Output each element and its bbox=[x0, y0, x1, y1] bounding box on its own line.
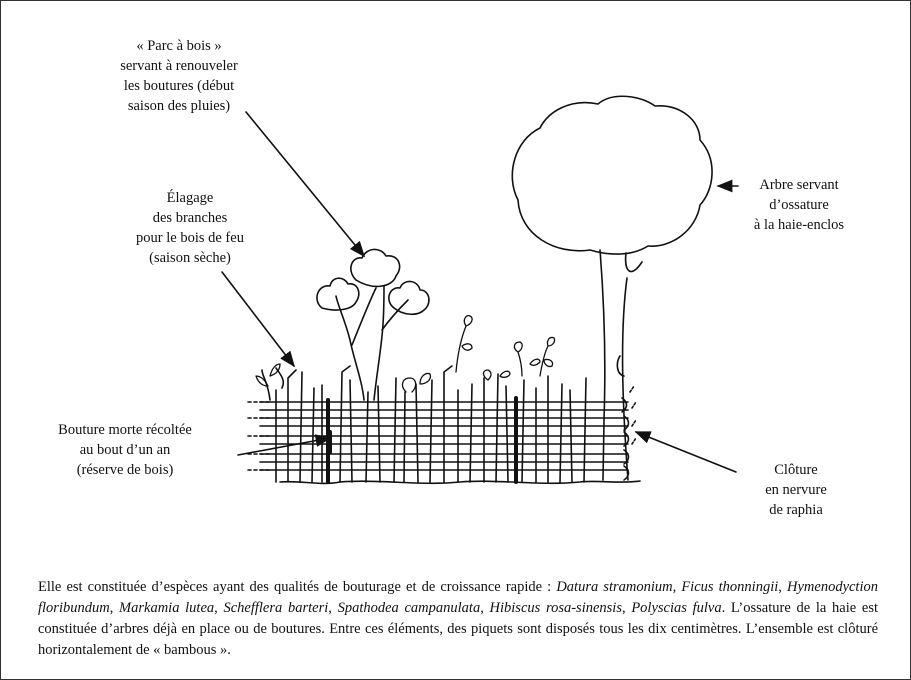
label-elagage: Élagage des branches pour le bois de feu… bbox=[100, 188, 280, 268]
big-tree-crown bbox=[512, 96, 712, 254]
small-tree-crown-2 bbox=[351, 249, 400, 286]
ground-line bbox=[280, 481, 640, 483]
small-tree-crown-3 bbox=[389, 281, 429, 314]
species-name: Polyscias fulva bbox=[631, 600, 721, 616]
species-name: Schefflera barteri bbox=[223, 600, 328, 616]
species-name: Spathodea campanulata bbox=[338, 600, 481, 616]
caption-text: Elle est constituée d’espèces ayant des … bbox=[38, 579, 556, 595]
big-tree-trunk bbox=[600, 250, 642, 480]
small-tree-trunk bbox=[336, 286, 408, 400]
arrow-cloture bbox=[636, 432, 736, 472]
species-name: Ficus thonningii bbox=[681, 579, 778, 595]
caption-text: , bbox=[110, 600, 119, 616]
species-name: Hibiscus rosa-sinensis bbox=[490, 600, 622, 616]
caption-text: , bbox=[480, 600, 489, 616]
label-arbre-ossature: Arbre servant d’ossature à la haie-enclo… bbox=[724, 175, 874, 235]
species-name: Markamia lutea bbox=[119, 600, 214, 616]
caption-text: , bbox=[328, 600, 337, 616]
caption-text: , bbox=[778, 579, 787, 595]
figure-caption: Elle est constituée d’espèces ayant des … bbox=[38, 577, 878, 661]
label-parc-a-bois: « Parc à bois » servant à renouveler les… bbox=[64, 36, 294, 116]
foliage-sprigs bbox=[256, 316, 555, 392]
species-name: Datura stramonium bbox=[556, 579, 672, 595]
arrow-bouture bbox=[238, 438, 330, 455]
raphia-fence bbox=[248, 386, 636, 480]
arrow-elagage bbox=[222, 272, 294, 366]
caption-text: , bbox=[622, 600, 631, 616]
label-bouture-morte: Bouture morte récoltée au bout d’un an (… bbox=[16, 420, 234, 480]
label-cloture: Clôture en nervure de raphia bbox=[732, 460, 860, 520]
